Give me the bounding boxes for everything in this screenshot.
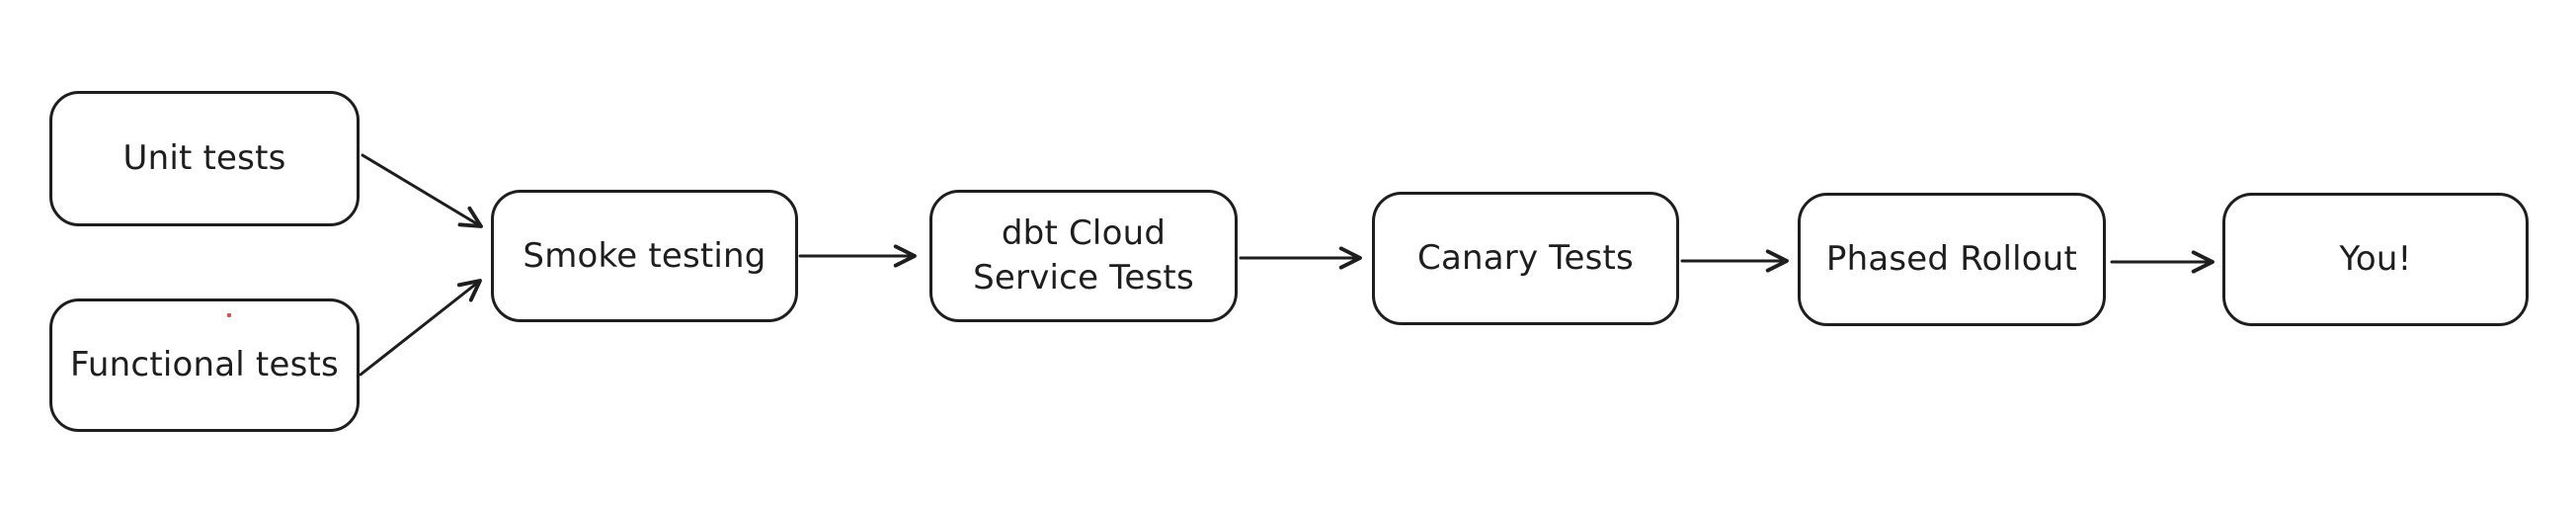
node-canary-tests-label: Canary Tests <box>1417 238 1634 279</box>
node-canary-tests: Canary Tests <box>1372 192 1679 325</box>
node-smoke-testing-label: Smoke testing <box>523 235 766 276</box>
node-phased-rollout: Phased Rollout <box>1798 193 2106 326</box>
edge-functional-tests-to-smoke-testing <box>359 279 482 377</box>
node-you-label: You! <box>2339 239 2412 280</box>
node-dbt-cloud-service-tests: dbt Cloud Service Tests <box>929 190 1238 322</box>
node-unit-tests: Unit tests <box>49 91 360 226</box>
node-functional-tests-label: Functional tests <box>70 345 339 385</box>
node-you: You! <box>2222 193 2529 326</box>
node-unit-tests-label: Unit tests <box>122 138 286 179</box>
node-functional-tests: Functional tests <box>49 298 360 432</box>
red-speck-artifact <box>227 313 231 317</box>
node-smoke-testing: Smoke testing <box>491 190 798 322</box>
node-dbt-cloud-service-tests-label: dbt Cloud Service Tests <box>973 213 1194 298</box>
edge-unit-tests-to-smoke-testing <box>361 153 483 228</box>
node-phased-rollout-label: Phased Rollout <box>1825 239 2078 280</box>
